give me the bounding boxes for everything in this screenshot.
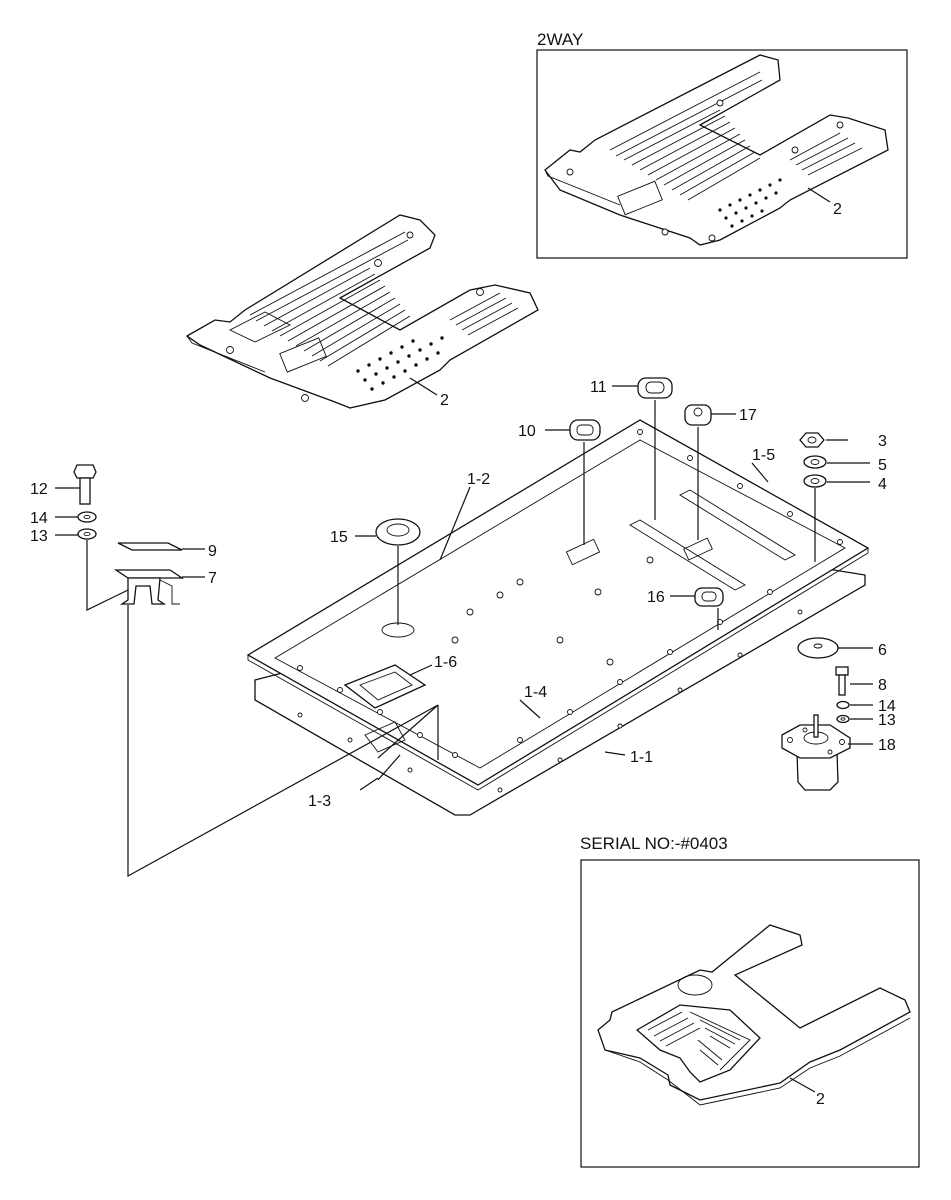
grommet-10	[569, 419, 601, 545]
bolt-8	[835, 666, 849, 696]
inset-2way: 2WAY 2	[536, 30, 908, 259]
label-shim-9: 9	[208, 543, 217, 560]
leaders-assembly	[86, 540, 439, 878]
bolt-12	[73, 464, 97, 505]
label-grommet-17: 17	[739, 407, 757, 424]
inset-serial-caption: SERIAL NO:-#0403	[580, 834, 728, 853]
label-washer-14-right: 14	[878, 698, 896, 715]
grommet-17	[684, 404, 712, 540]
label-plate-1-2: 1-2	[467, 471, 490, 488]
label-washer-13-left: 13	[30, 528, 48, 545]
label-plate-1-5: 1-5	[752, 447, 775, 464]
label-washer-14-left: 14	[30, 510, 48, 527]
nut-3	[799, 432, 825, 448]
grommet-11	[637, 377, 673, 520]
label-plate-1-4: 1-4	[524, 684, 547, 701]
washer-4	[803, 474, 827, 562]
inset-serial-part-label: 2	[816, 1091, 825, 1108]
label-washer-4: 4	[878, 476, 887, 493]
inset-2way-caption: 2WAY	[537, 30, 583, 49]
grommet-16	[694, 587, 724, 630]
washer-14-left	[77, 511, 97, 523]
cover-1-6	[343, 664, 427, 709]
label-plate-6: 6	[878, 642, 887, 659]
inset-serial-frame	[580, 859, 920, 1168]
washer-14-right	[836, 700, 850, 710]
label-bolt-8: 8	[878, 677, 887, 694]
floor-mat-main	[185, 214, 539, 409]
inset-2way-part-label: 2	[833, 201, 842, 218]
shim-9	[117, 542, 183, 551]
label-grommet-11: 11	[590, 379, 607, 396]
label-bolt-12: 12	[30, 481, 48, 498]
label-grommet-10: 10	[518, 423, 536, 440]
washer-13-left	[77, 528, 97, 540]
label-nut-3: 3	[878, 433, 887, 450]
inset-serial: SERIAL NO:-#0403 2	[580, 834, 920, 1168]
label-bracket-7: 7	[208, 570, 217, 587]
label-mount-18: 18	[878, 737, 896, 754]
floor-plate-assembly	[246, 419, 870, 816]
washer-5	[803, 455, 827, 469]
leaders-plate	[359, 462, 769, 791]
label-plate-1-1: 1-1	[630, 749, 653, 766]
bracket-7	[113, 569, 185, 605]
floor-mat-2way	[544, 54, 889, 246]
label-grommet-16: 16	[647, 589, 665, 606]
label-grommet-15: 15	[330, 529, 348, 546]
washer-13-right	[836, 714, 850, 724]
mount-18	[781, 714, 851, 791]
label-washer-13-right: 13	[878, 712, 896, 729]
plate-6	[797, 637, 839, 659]
label-plate-1-6: 1-6	[434, 654, 457, 671]
grommet-15	[375, 518, 421, 625]
floor-mat-serial	[597, 924, 911, 1106]
inset-2way-frame	[536, 49, 908, 259]
label-washer-5: 5	[878, 457, 887, 474]
label-mat-main: 2	[440, 392, 449, 409]
label-plate-1-3: 1-3	[308, 793, 331, 810]
